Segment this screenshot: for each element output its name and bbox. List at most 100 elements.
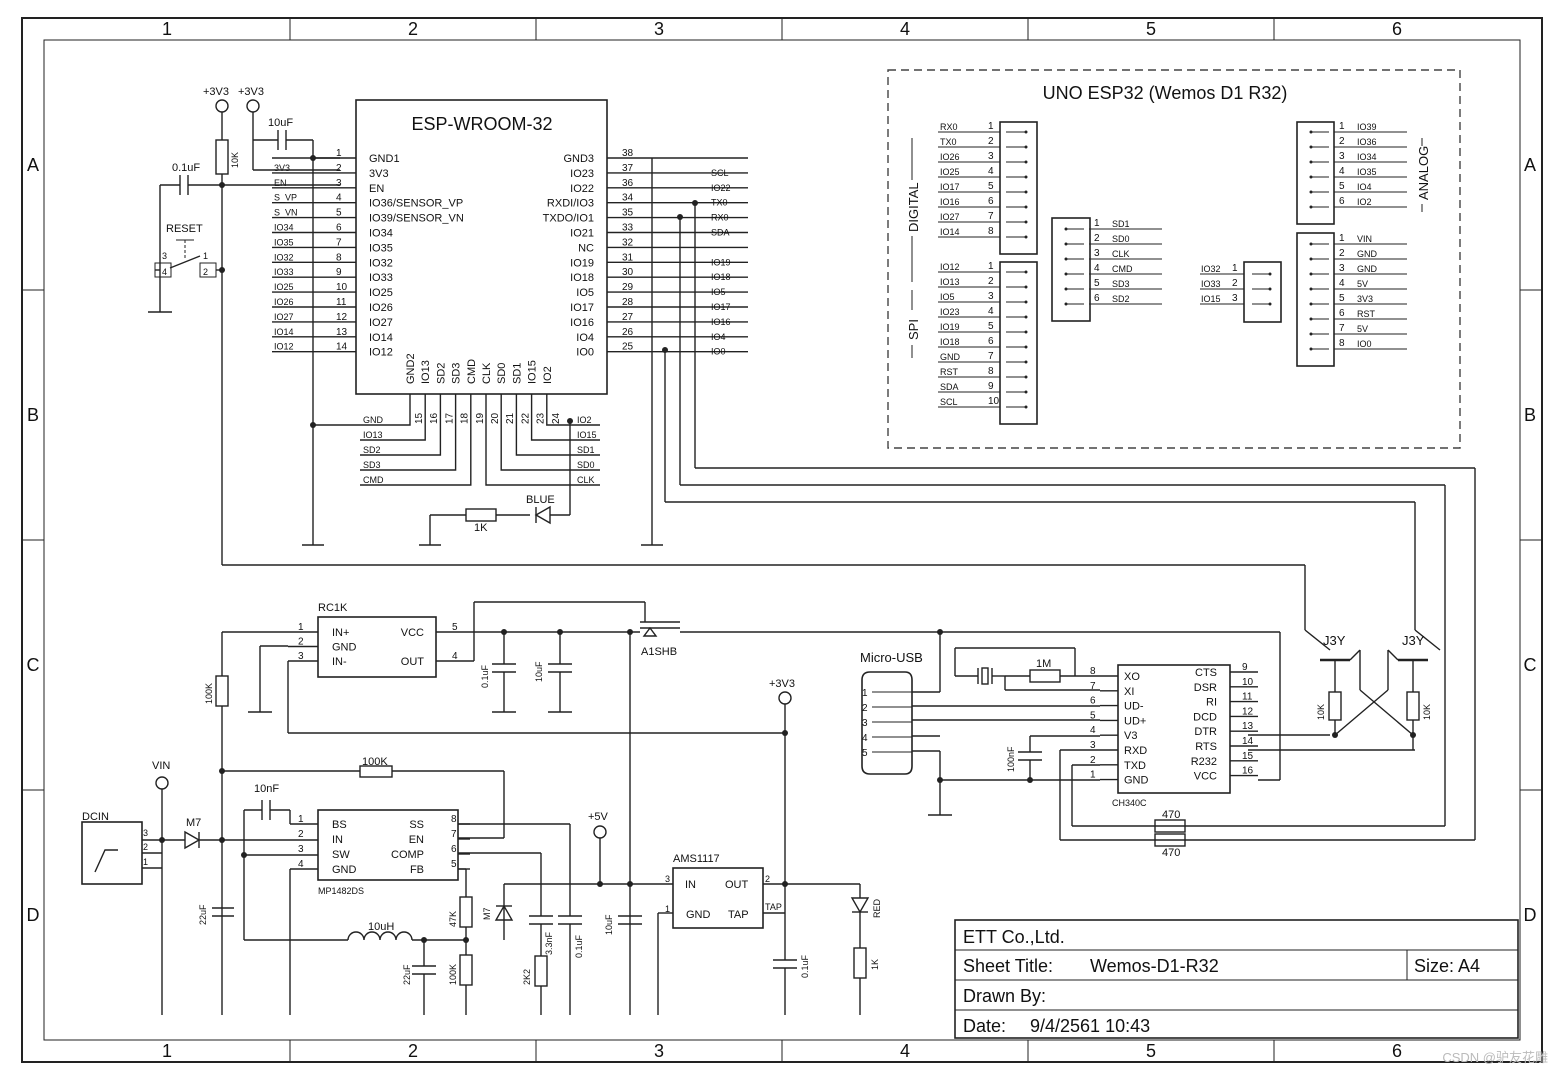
- sheet-title-label: Sheet Title:: [963, 956, 1053, 976]
- uno-power-net: VIN: [1357, 234, 1372, 244]
- row-label-left: A: [27, 155, 39, 175]
- q1-res-label: 10K: [1316, 704, 1326, 720]
- uno-sd-net: CLK: [1112, 249, 1130, 259]
- esp-pin-name: IO17: [570, 302, 594, 314]
- ams-pin-3: 3: [665, 874, 670, 884]
- esp-pin-name: IO5: [576, 287, 594, 299]
- ch340-pin-name: CTS: [1195, 667, 1217, 679]
- esp-bottom-net-label: IO2: [577, 415, 592, 425]
- c-out-label: 22uF: [402, 964, 412, 985]
- uno-analog-pin-number: 1: [1339, 121, 1345, 132]
- esp-bottom-pin-name: SD0: [496, 363, 508, 384]
- ch340-pin-number: 9: [1242, 662, 1248, 673]
- mp1482-pin-name: SW: [332, 849, 350, 861]
- uno-small-net: IO32: [1201, 264, 1221, 274]
- usb-cap-label: 100nF: [1006, 746, 1016, 772]
- uno-spi-net: SCL: [940, 397, 958, 407]
- dcin-label: DCIN: [82, 811, 109, 823]
- esp-pin-name: IO0: [576, 347, 594, 359]
- reset-switch[interactable]: [169, 255, 201, 269]
- ch340-chip: [1117, 664, 1231, 794]
- esp-net-label: IO33: [274, 267, 294, 277]
- uno-analog-pin-number: 6: [1339, 196, 1345, 207]
- uno-spi-pin-number: 8: [988, 366, 994, 377]
- esp-net-label: IO35: [274, 237, 294, 247]
- ch340-pin-number: 1: [1090, 770, 1096, 781]
- uno-analog-net: IO35: [1357, 167, 1377, 177]
- esp-pin-name: IO25: [369, 287, 393, 299]
- uno-small-pin-number: 3: [1232, 293, 1238, 304]
- uno-spi-pin-number: 7: [988, 351, 994, 362]
- ams-cout-label: 0.1uF: [800, 954, 810, 978]
- uno-spi-pin-number: 6: [988, 336, 994, 347]
- rc1k-pin-number: 2: [298, 637, 304, 648]
- analog-label: ANALOG: [1416, 146, 1431, 200]
- ch340-pin-number: 14: [1242, 736, 1254, 747]
- mp1482-pin-name: IN: [332, 834, 343, 846]
- esp-pin-name: NC: [578, 242, 594, 254]
- esp-pin-number: 25: [622, 342, 634, 353]
- esp-pin-number: 10: [336, 282, 348, 293]
- usb-pin-number: 5: [862, 748, 868, 759]
- esp-pin-number: 28: [622, 297, 634, 308]
- esp-net-label: S_VP: [274, 193, 297, 203]
- esp-net-label: IO19: [711, 257, 731, 267]
- serial-routing: [641, 158, 1476, 840]
- esp-pin-name: IO35: [369, 242, 393, 254]
- micro-usb-connector[interactable]: [861, 671, 913, 775]
- usb-pin-number: 1: [862, 688, 868, 699]
- esp-pin-name: GND3: [563, 153, 594, 165]
- esp-bottom-net-label: CLK: [577, 475, 595, 485]
- dcin-pin-1: 1: [143, 857, 148, 867]
- esp-net-label: TX0: [711, 198, 728, 208]
- mp1482-pin-number: 3: [298, 844, 304, 855]
- uno-analog-pin-number: 3: [1339, 151, 1345, 162]
- esp-net-label: IO17: [711, 302, 731, 312]
- rc1k-pin-name: IN-: [332, 656, 347, 668]
- ch340-pin-name: VCC: [1194, 771, 1217, 783]
- ch-r2-label: 470: [1162, 847, 1180, 859]
- uno-sd-pin-number: 2: [1094, 233, 1100, 244]
- ch340-pin-number: 5: [1090, 710, 1096, 721]
- row-label-left: B: [27, 405, 39, 425]
- dcin-pin-2: 2: [143, 842, 148, 852]
- diode-m7-icon: [184, 830, 201, 850]
- ch340-pin-name: GND: [1124, 775, 1149, 787]
- column-label-top: 3: [654, 19, 664, 39]
- esp-pin-number: 14: [336, 342, 348, 353]
- diode-m7-label: M7: [186, 817, 201, 829]
- esp-bottom-pin-number: 23: [536, 412, 547, 424]
- esp-pin-name: IO32: [369, 257, 393, 269]
- ch340-title: CH340C: [1112, 798, 1147, 808]
- diode-m7-2-label: M7: [482, 907, 492, 920]
- esp-net-label: IO4: [711, 332, 726, 342]
- esp-bottom-pin-number: 18: [460, 412, 471, 424]
- esp-pin-number: 2: [336, 163, 342, 174]
- esp-pin-name: IO26: [369, 302, 393, 314]
- mp1482-pin-name: COMP: [391, 849, 424, 861]
- ch340-pin-number: 8: [1090, 666, 1096, 677]
- esp-bottom-pin-number: 19: [475, 412, 486, 424]
- q1-label: J3Y: [1323, 633, 1346, 648]
- esp-net-label: RX0: [711, 213, 729, 223]
- mp1482-pin-number: 6: [451, 844, 457, 855]
- esp-pin-number: 9: [336, 267, 342, 278]
- uno-sd-net: SD3: [1112, 279, 1130, 289]
- uno-analog-pin-number: 5: [1339, 181, 1345, 192]
- cap-01uf-label: 0.1uF: [172, 162, 200, 174]
- ams-cin-label: 10uF: [604, 914, 614, 935]
- column-label-top: 4: [900, 19, 910, 39]
- esp-title: ESP-WROOM-32: [411, 114, 552, 134]
- dcin-pin-3: 3: [143, 828, 148, 838]
- uno-digital-pin-number: 7: [988, 211, 994, 222]
- column-label-bottom: 5: [1146, 1041, 1156, 1061]
- uno-power-pin-number: 2: [1339, 248, 1345, 259]
- led-red-res-label: 1K: [870, 959, 880, 970]
- esp-pin-name: IO12: [369, 347, 393, 359]
- uno-analog-net: IO39: [1357, 122, 1377, 132]
- esp-pin-number: 32: [622, 237, 634, 248]
- reset-circuit: +3V3 +3V3 10K 10uF 0.1uF RESET: [148, 86, 1305, 566]
- uno-spi-net: IO12: [940, 262, 960, 272]
- ch340-pin-name: UD-: [1124, 701, 1144, 713]
